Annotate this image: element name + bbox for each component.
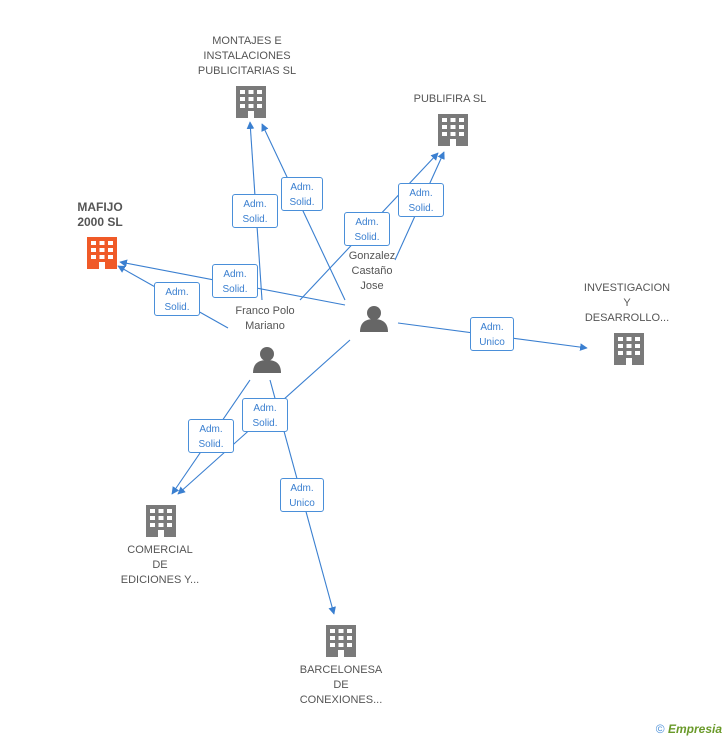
- mafijo-building-icon[interactable]: [87, 237, 117, 269]
- edge-gonzalez-montajes: [261, 123, 346, 301]
- montajes-building-icon[interactable]: [236, 86, 266, 118]
- node-label-barcelonesa[interactable]: BARCELONESA DE CONEXIONES...: [299, 664, 383, 706]
- node-label-montajes[interactable]: MONTAJES E INSTALACIONES PUBLICITARIAS S…: [197, 35, 297, 77]
- node-label-franco[interactable]: Franco Polo Mariano: [235, 305, 295, 332]
- edge-label-e1: Adm. Solid.: [281, 177, 323, 211]
- edge-label-e9: Adm. Solid.: [188, 419, 234, 453]
- franco-person-icon[interactable]: [253, 347, 281, 373]
- brand-logo[interactable]: Empresia: [667, 722, 722, 736]
- barcelonesa-building-icon[interactable]: [326, 625, 356, 657]
- edge-label-e6: Adm. Solid.: [154, 282, 200, 316]
- node-label-publifira[interactable]: PUBLIFIRA SL: [413, 93, 487, 105]
- edges: [117, 121, 588, 615]
- edge-label-e10: Adm. Unico: [280, 478, 324, 512]
- edge-label-e7: Adm. Unico: [470, 317, 514, 351]
- publifira-building-icon[interactable]: [438, 114, 468, 146]
- node-label-mafijo[interactable]: MAFIJO 2000 SL: [77, 200, 123, 229]
- edge-label-e3: Adm. Solid.: [398, 183, 444, 217]
- edge-label-e4: Adm. Solid.: [344, 212, 390, 246]
- node-label-investigacion[interactable]: INVESTIGACION Y DESARROLLO...: [583, 282, 671, 324]
- footer-credit: © Empresia: [656, 722, 722, 736]
- gonzalez-person-icon[interactable]: [360, 306, 388, 332]
- node-label-gonzalez[interactable]: Gonzalez Castaño Jose: [348, 250, 396, 292]
- node-label-comercial[interactable]: COMERCIAL DE EDICIONES Y...: [120, 544, 200, 586]
- edge-label-e5: Adm. Solid.: [212, 264, 258, 298]
- edge-label-e2: Adm. Solid.: [232, 194, 278, 228]
- node-icons: [87, 86, 644, 657]
- comercial-building-icon[interactable]: [146, 505, 176, 537]
- investigacion-building-icon[interactable]: [614, 333, 644, 365]
- copyright-icon: ©: [655, 722, 665, 736]
- edge-label-e8: Adm. Solid.: [242, 398, 288, 432]
